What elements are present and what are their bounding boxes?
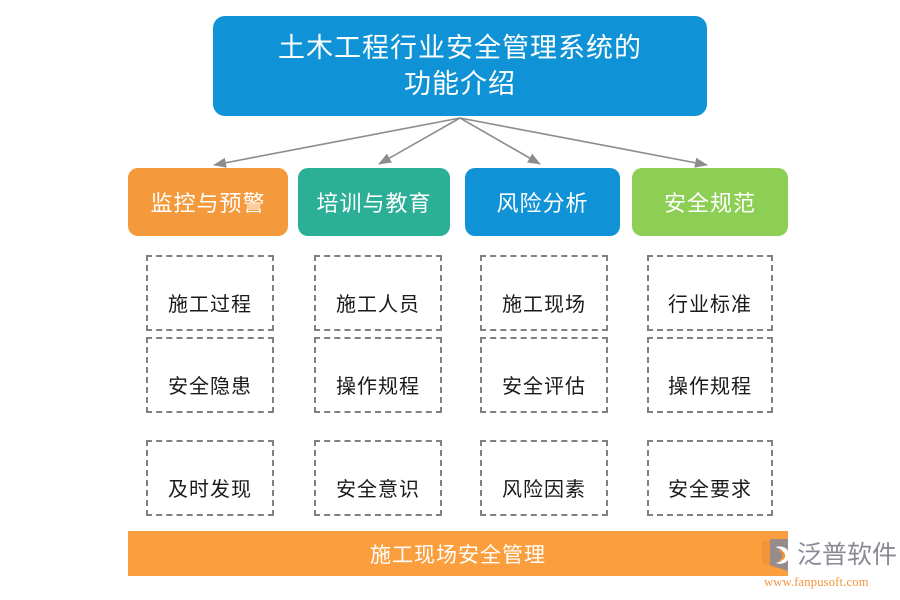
item-box[interactable]: 施工现场 [480,255,608,331]
watermark-brand: 泛普软件 [797,541,898,569]
item-box[interactable]: 操作规程 [647,337,773,413]
item-box[interactable]: 及时发现 [146,440,274,516]
item-box[interactable]: 操作规程 [314,337,442,413]
item-box[interactable]: 安全要求 [647,440,773,516]
fanpu-logo-icon [762,537,796,573]
watermark-logo: 泛普软件 www.fanpusoft.com [762,536,900,592]
item-box[interactable]: 施工过程 [146,255,274,331]
item-box[interactable]: 行业标准 [647,255,773,331]
category-box-2[interactable]: 培训与教育 [298,168,450,236]
item-box[interactable]: 风险因素 [480,440,608,516]
page-title: 土木工程行业安全管理系统的 功能介绍 [213,16,707,116]
watermark-url: www.fanpusoft.com [764,575,869,589]
arrow-to-column-2 [378,117,461,165]
arrow-to-column-3 [459,117,541,165]
category-box-3[interactable]: 风险分析 [465,168,620,236]
category-box-4[interactable]: 安全规范 [632,168,788,236]
item-box[interactable]: 安全隐患 [146,337,274,413]
page-title-line-2: 功能介绍 [404,69,516,99]
category-box-1[interactable]: 监控与预警 [128,168,288,236]
arrow-to-column-1 [213,117,461,168]
page-title-line-1: 土木工程行业安全管理系统的 [278,32,642,63]
item-box[interactable]: 施工人员 [314,255,442,331]
arrow-to-column-4 [459,117,708,168]
footer-bar[interactable]: 施工现场安全管理 [128,531,788,576]
item-box[interactable]: 安全评估 [480,337,608,413]
item-box[interactable]: 安全意识 [314,440,442,516]
